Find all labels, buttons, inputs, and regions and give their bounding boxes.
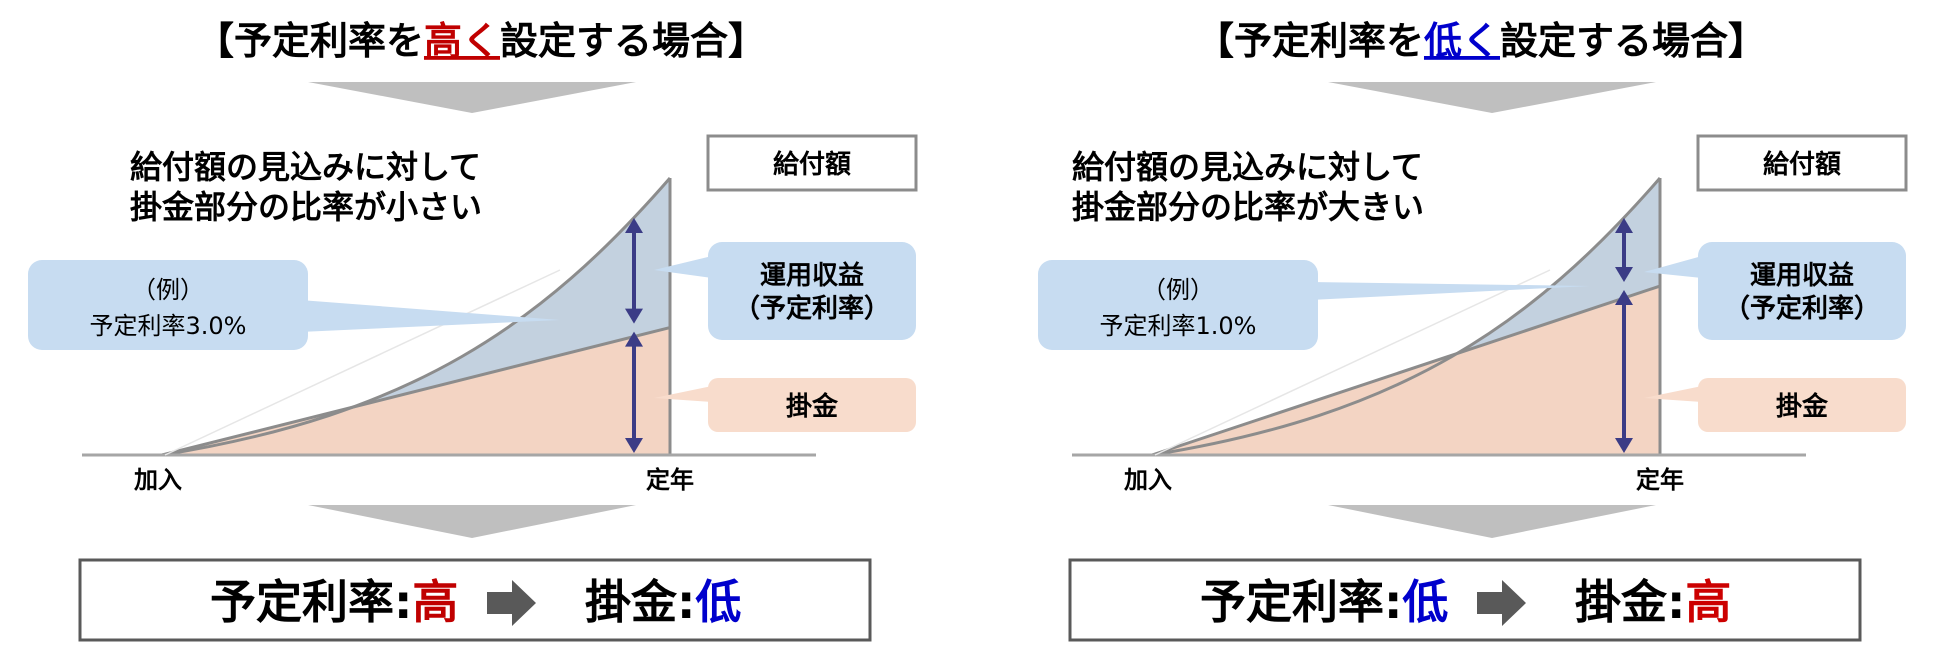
result-box: 予定利率:高 掛金:低	[78, 558, 872, 642]
down-chevron-icon	[1328, 505, 1656, 538]
axis-label-end: 定年	[1636, 466, 1684, 494]
heading-line-1: 給付額の見込みに対して	[1072, 148, 1423, 186]
double-arrow-returns	[625, 218, 643, 324]
svg-text:掛金: 掛金	[786, 391, 839, 422]
benefit-curve	[161, 177, 672, 457]
benefit-legend-box: 給付額	[1696, 134, 1908, 192]
example-rate-callout: （例） 予定利率3.0%	[28, 260, 560, 350]
panel-high-rate: 【予定利率を高く設定する場合】 給付額の見込みに対して 掛金部分の比率が小さい	[28, 19, 918, 642]
axis-label-start: 加入	[1124, 466, 1172, 494]
svg-text:（例）: （例）	[1142, 276, 1214, 304]
svg-text:運用収益: 運用収益	[760, 261, 864, 291]
returns-callout: 運用収益 （予定利率）	[654, 242, 916, 340]
svg-text:（予定利率）: （予定利率）	[734, 293, 890, 324]
result-text-1: 予定利率:低	[1200, 575, 1448, 629]
axis-label-end: 定年	[646, 466, 694, 494]
right-arrow-icon	[1477, 580, 1526, 626]
benefit-growth-chart	[82, 177, 816, 457]
double-arrow-returns	[1615, 218, 1633, 283]
result-box: 予定利率:低 掛金:高	[1068, 558, 1862, 642]
svg-text:予定利率3.0%: 予定利率3.0%	[90, 312, 247, 340]
contribution-callout: 掛金	[1644, 378, 1906, 432]
example-rate-callout: （例） 予定利率1.0%	[1038, 260, 1590, 350]
benefit-curve	[1151, 177, 1662, 457]
svg-text:運用収益: 運用収益	[1750, 261, 1854, 291]
svg-text:（予定利率）: （予定利率）	[1724, 293, 1880, 324]
panel-low-rate: 【予定利率を低く設定する場合】 給付額の見込みに対して 掛金部分の比率が大きい …	[1038, 19, 1908, 642]
axis-label-start: 加入	[134, 466, 182, 494]
heading-line-2: 掛金部分の比率が小さい	[130, 188, 482, 226]
faint-guide-line	[164, 269, 561, 456]
heading-line-1: 給付額の見込みに対して	[130, 148, 481, 186]
double-arrow-contribution	[625, 331, 643, 453]
right-arrow-icon	[487, 580, 536, 626]
benefit-growth-chart	[1072, 177, 1806, 457]
contribution-line	[161, 326, 671, 457]
result-text-2: 掛金:低	[585, 575, 741, 629]
result-text-1: 予定利率:高	[210, 575, 458, 629]
down-chevron-icon	[1328, 82, 1656, 113]
double-arrow-contribution	[1615, 290, 1633, 453]
down-chevron-icon	[308, 82, 636, 113]
title-emphasis-low: 低く	[1424, 19, 1500, 63]
returns-callout: 運用収益 （予定利率）	[1644, 242, 1906, 340]
svg-text:給付額: 給付額	[1763, 149, 1841, 180]
contribution-callout: 掛金	[654, 378, 916, 432]
heading-line-2: 掛金部分の比率が大きい	[1072, 188, 1424, 226]
down-chevron-icon	[308, 505, 636, 538]
panel-title: 【予定利率を低く設定する場合】	[1196, 19, 1766, 63]
result-text-2: 掛金:高	[1575, 575, 1731, 629]
contribution-line	[1151, 284, 1661, 457]
benefit-legend-box: 給付額	[706, 134, 918, 192]
svg-text:予定利率1.0%: 予定利率1.0%	[1100, 312, 1257, 340]
svg-text:掛金: 掛金	[1776, 391, 1829, 422]
faint-guide-line	[1154, 269, 1551, 456]
svg-text:（例）: （例）	[132, 276, 204, 304]
title-emphasis-high: 高く	[424, 19, 500, 63]
svg-text:給付額: 給付額	[773, 149, 851, 180]
panel-title: 【予定利率を高く設定する場合】	[196, 19, 766, 63]
